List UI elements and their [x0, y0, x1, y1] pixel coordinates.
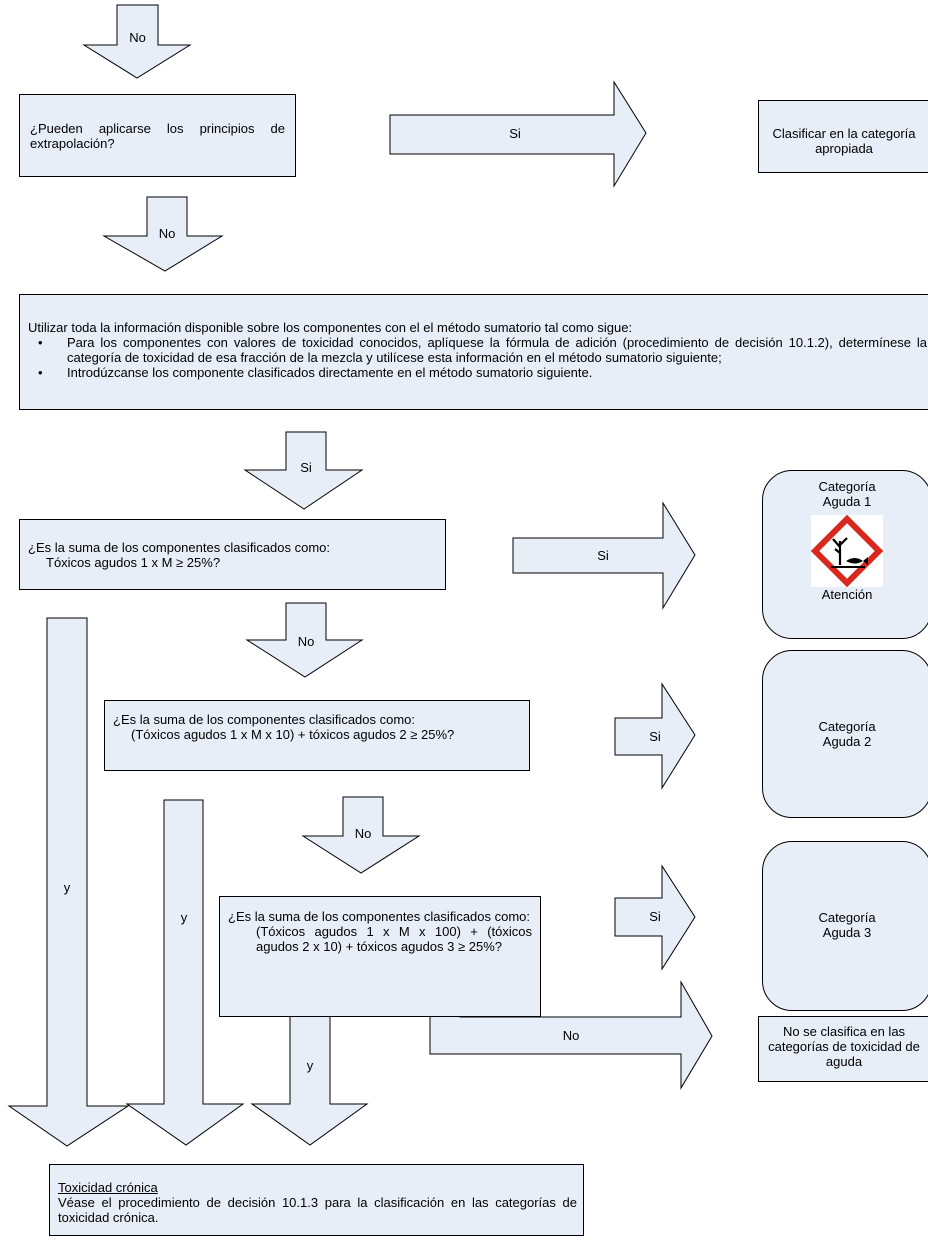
arrow-label-y-middle: y	[180, 910, 188, 925]
arrow-y-right	[250, 1012, 369, 1146]
environment-hazard-icon	[810, 514, 884, 588]
extrapolation-question-text: ¿Pueden aplicarse los principios de extr…	[30, 121, 285, 151]
not-classified-text: No se clasifica en las categorías de tox…	[768, 1024, 920, 1069]
summation-bullet-list: Para los componentes con valores de toxi…	[28, 335, 927, 380]
arrow-label-no-after-acute1: No	[297, 634, 315, 649]
summation-intro: Utilizar toda la información disponible …	[28, 320, 633, 335]
arrow-label-si-acute1: Si	[597, 548, 609, 563]
question-acute2-line2: (Tóxicos agudos 1 x M x 10) + tóxicos ag…	[131, 727, 455, 742]
outcome-acute2-title: Categoría Aguda 2	[818, 719, 876, 749]
summation-bullet-1: Para los componentes con valores de toxi…	[28, 335, 927, 365]
arrow-label-si-acute3: Si	[649, 909, 661, 924]
arrow-si-acute2	[614, 682, 696, 790]
question-acute1-line2: Tóxicos agudos 1 x M ≥ 25%?	[46, 555, 221, 570]
outcome-acute2-box: Categoría Aguda 2	[762, 650, 928, 818]
arrow-label-no-after-extrapolation: No	[158, 226, 176, 241]
arrow-label-y-left: y	[63, 880, 71, 895]
outcome-acute3-box: Categoría Aguda 3	[762, 841, 928, 1011]
chronic-toxicity-title: Toxicidad crónica	[58, 1180, 158, 1195]
arrow-y-middle	[125, 799, 245, 1146]
arrow-label-y-right: y	[306, 1058, 314, 1073]
arrow-label-no-final: No	[562, 1028, 580, 1043]
arrow-label-si-extrapolation: Si	[509, 126, 521, 141]
not-classified-box: No se clasifica en las categorías de tox…	[758, 1016, 928, 1082]
arrow-y-left	[7, 617, 130, 1147]
arrow-no-after-acute2	[301, 796, 421, 874]
question-acute2-line1: ¿Es la suma de los componentes clasifica…	[113, 712, 416, 727]
chronic-toxicity-text: Véase el procedimiento de decisión 10.1.…	[58, 1195, 577, 1225]
question-acute1-box: ¿Es la suma de los componentes clasifica…	[19, 519, 446, 590]
arrow-label-si-acute2: Si	[649, 729, 661, 744]
arrow-si-acute1	[512, 501, 696, 610]
arrow-label-no-top: No	[129, 30, 146, 45]
outcome-acute3-title: Categoría Aguda 3	[818, 910, 876, 940]
chronic-toxicity-box: Toxicidad crónica Véase el procedimiento…	[49, 1164, 584, 1236]
question-acute3-line1: ¿Es la suma de los componentes clasifica…	[228, 909, 531, 924]
question-acute3-box: ¿Es la suma de los componentes clasifica…	[219, 896, 541, 1017]
arrow-label-si-after-summation: Si	[300, 460, 312, 475]
arrow-no-top	[82, 4, 192, 79]
question-acute3-line2: (Tóxicos agudos 1 x M x 100) + (tóxicos …	[256, 924, 532, 954]
arrow-no-after-acute1	[245, 602, 364, 678]
classify-appropriate-text: Clasificar en la categoría apropiada	[772, 126, 916, 156]
arrow-label-no-after-acute2: No	[354, 826, 372, 841]
arrow-si-acute3	[614, 864, 696, 971]
summation-bullet-2: Introdúzcanse los componente clasificado…	[28, 365, 927, 380]
classify-appropriate-box: Clasificar en la categoría apropiada	[758, 100, 928, 173]
extrapolation-question-box: ¿Pueden aplicarse los principios de extr…	[19, 94, 296, 177]
summation-method-box: Utilizar toda la información disponible …	[19, 294, 928, 410]
question-acute2-box: ¿Es la suma de los componentes clasifica…	[104, 700, 530, 771]
arrow-si-extrapolation	[389, 80, 647, 188]
arrow-no-after-extrapolation	[102, 196, 224, 272]
outcome-acute1-signal-word: Atención	[821, 587, 873, 602]
outcome-acute1-title: Categoría Aguda 1	[818, 479, 876, 509]
question-acute1-line1: ¿Es la suma de los componentes clasifica…	[28, 540, 331, 555]
outcome-acute1-box: Categoría Aguda 1 Atención	[762, 470, 928, 639]
arrow-si-after-summation	[243, 431, 364, 510]
